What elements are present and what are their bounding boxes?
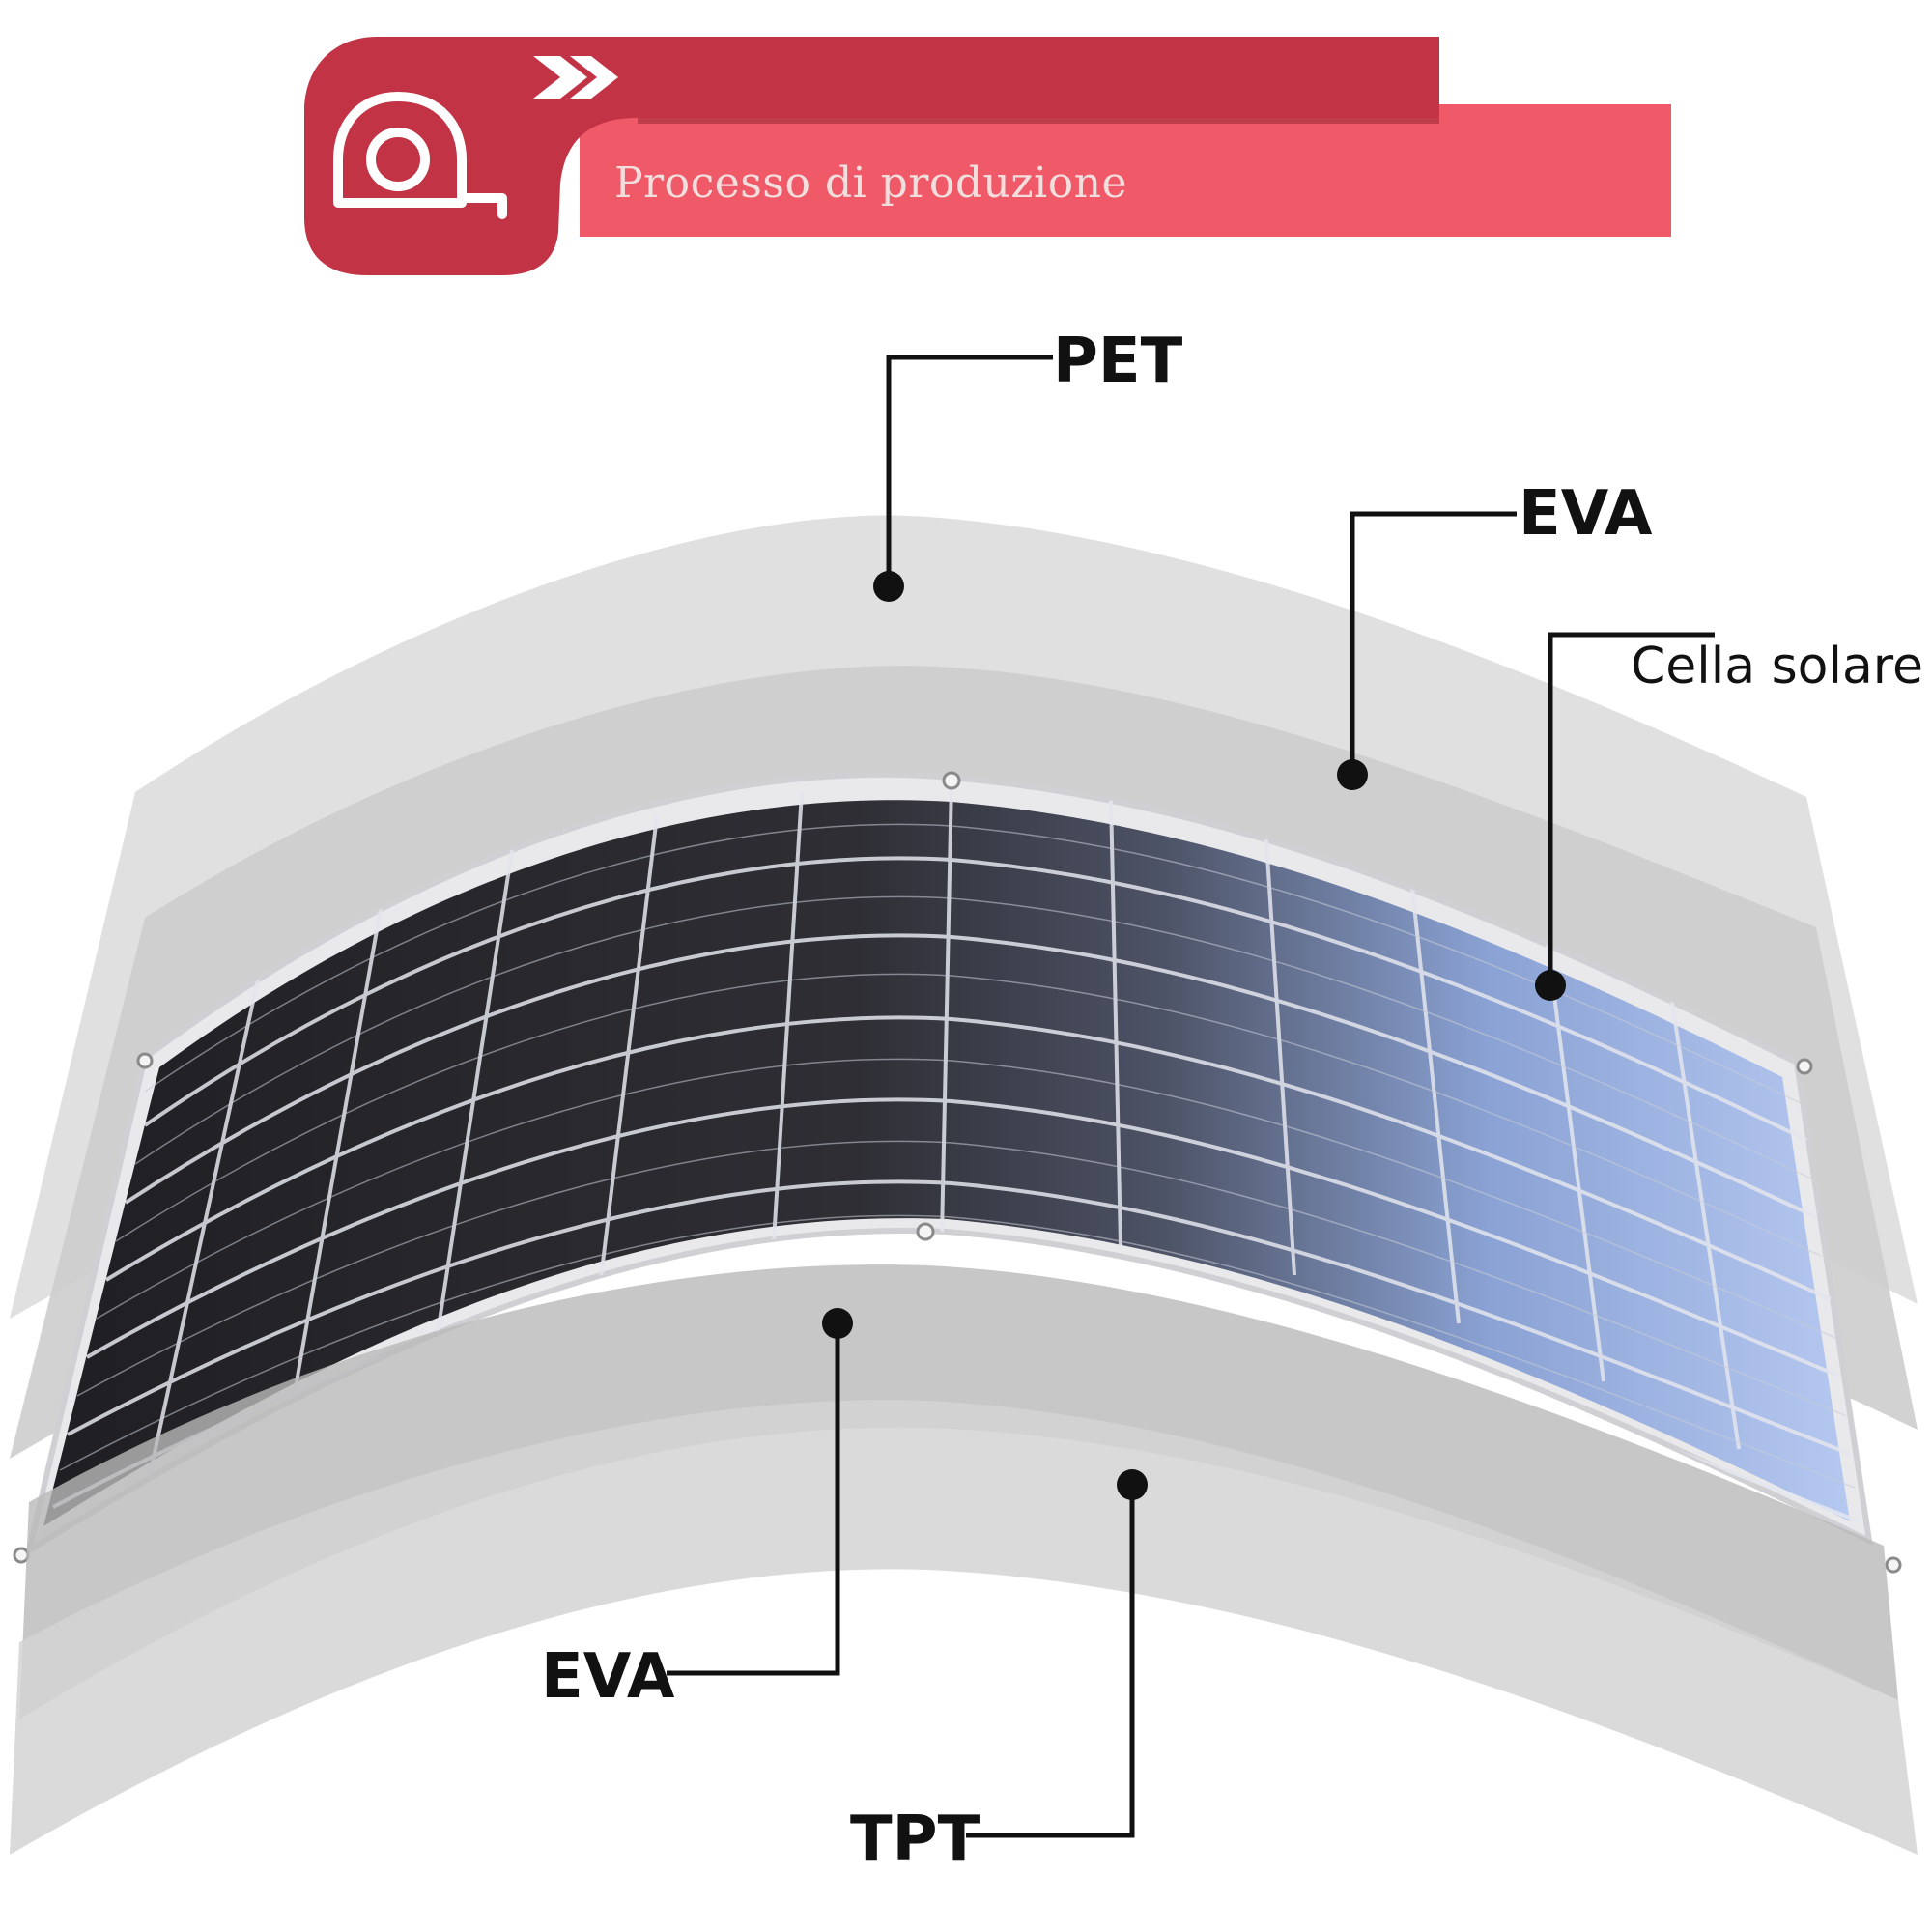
banner-title: Processo di produzione <box>614 158 1127 208</box>
banner-light-bar <box>580 104 1671 237</box>
label-cella-solare: Cella solare <box>1631 638 1923 696</box>
label-eva-bottom: EVA <box>541 1641 675 1713</box>
label-pet: PET <box>1053 326 1183 397</box>
double-chevron-icon <box>533 56 618 99</box>
eva-bottom-leader-line <box>667 1323 840 1676</box>
pet-leader-line <box>886 355 1053 586</box>
banner: Processo di produzione <box>304 37 1671 275</box>
callouts <box>667 355 1715 1838</box>
eva-top-leader-line <box>1350 511 1517 775</box>
callout-dots <box>822 571 1566 1500</box>
label-tpt: TPT <box>850 1804 980 1875</box>
eva-bottom-sheet <box>19 1264 1898 1719</box>
tpt-leader-line <box>966 1485 1135 1838</box>
label-eva-top: EVA <box>1519 478 1653 550</box>
cell-leader-line <box>1548 632 1715 985</box>
solar-cell-panel <box>13 771 1902 1574</box>
tpt-sheet <box>10 1400 1918 1855</box>
tape-measure-icon <box>333 92 507 219</box>
